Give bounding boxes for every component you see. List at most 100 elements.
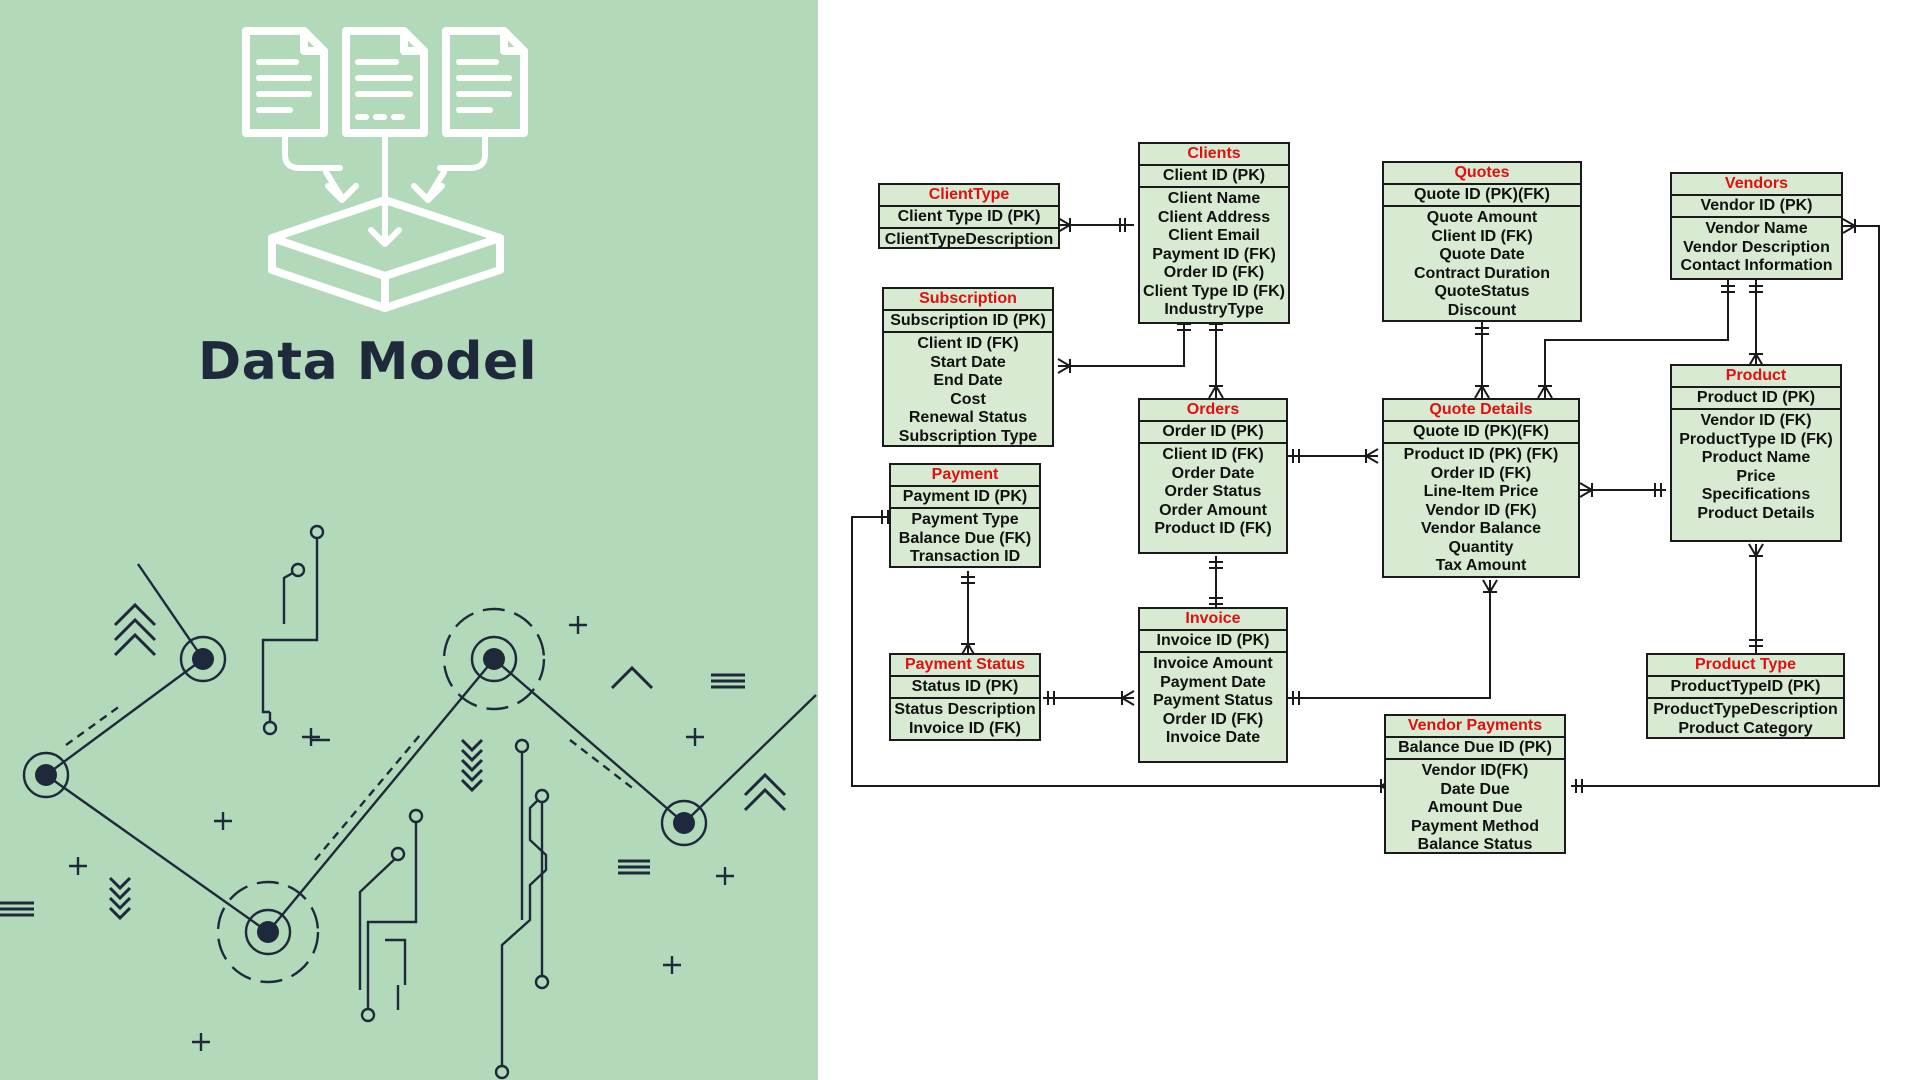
entity-attribute: Payment Method [1410, 817, 1539, 835]
entity-attribute: Contact Information [1680, 257, 1833, 274]
rel-vendors-vendorpayments [1571, 225, 1880, 787]
rel-payment-vendorpayments [851, 516, 1393, 787]
entity-attribute: Balance Status [1417, 836, 1533, 853]
entity-attribute: Quantity [1448, 538, 1514, 556]
entity-attribute: Contract Duration [1414, 264, 1550, 282]
hero-illustration [0, 27, 817, 1080]
circuit-decoration [22, 532, 817, 1070]
entity-attribute: Order ID (FK) [1162, 710, 1264, 728]
entity-clienttype: ClientType Client Type ID (PK) ClientTyp… [878, 183, 1060, 249]
entity-attribute: Vendor Description [1683, 238, 1830, 256]
entity-attribute: QuoteStatus [1434, 283, 1530, 300]
entity-attribute: Order ID (FK) [1163, 264, 1265, 281]
entity-orders: Orders Order ID (PK) Client ID (FK) Orde… [1138, 398, 1288, 554]
entity-attribute: ProductType ID (FK) [1679, 430, 1833, 448]
entity-primary-key: Status ID (PK) [891, 677, 1039, 699]
entity-attribute: Client Email [1168, 227, 1260, 244]
data-model-icon [242, 27, 528, 312]
entity-attributes: Product ID (PK) (FK) Order ID (FK) Line-… [1384, 444, 1578, 576]
entity-attributes: Quote Amount Client ID (FK) Quote Date C… [1384, 207, 1580, 320]
entity-attribute: Line-Item Price [1423, 483, 1539, 500]
entity-attribute: Transaction ID [909, 548, 1021, 565]
entity-attribute: Quote Date [1439, 246, 1525, 263]
entity-attribute: Payment ID (FK) [1152, 245, 1276, 263]
entity-attributes: Vendor ID(FK) Date Due Amount Due Paymen… [1386, 760, 1564, 855]
entity-attributes: Client ID (FK) Start Date End Date Cost … [884, 333, 1052, 446]
entity-attribute: Order Date [1171, 464, 1255, 482]
entity-attribute: Balance Due (FK) [898, 529, 1032, 547]
entity-attribute: Date Due [1440, 780, 1510, 798]
entity-attribute: Client ID (FK) [1431, 227, 1533, 245]
entity-primary-key: Balance Due ID (PK) [1386, 738, 1564, 760]
rel-clients-subscription [1058, 324, 1185, 367]
erd-diagram: ClientType Client Type ID (PK) ClientTyp… [818, 0, 1920, 1080]
entity-title: Orders [1140, 400, 1286, 422]
entity-attributes: Vendor ID (FK) ProductType ID (FK) Produ… [1672, 410, 1840, 523]
rel-vendors-quotedetails [1544, 280, 1729, 398]
entity-attribute: Product Details [1697, 504, 1815, 522]
document-icon-left [242, 27, 328, 137]
entity-attribute: Vendor ID (FK) [1425, 501, 1537, 519]
entity-primary-key: Client Type ID (PK) [880, 207, 1058, 229]
entity-attribute: Quote Amount [1426, 209, 1538, 226]
entity-attribute: IndustryType [1164, 301, 1264, 318]
entity-attribute: Subscription Type [898, 427, 1038, 445]
entity-primary-key: Subscription ID (PK) [884, 311, 1052, 333]
entity-attribute: ClientTypeDescription [884, 231, 1054, 248]
entity-payment: Payment Payment ID (PK) Payment Type Bal… [889, 463, 1041, 568]
entity-title: ClientType [880, 185, 1058, 207]
entity-attribute: Order ID (FK) [1430, 464, 1532, 482]
entity-primary-key: Quote ID (PK)(FK) [1384, 185, 1580, 207]
entity-attribute: Product Name [1701, 449, 1811, 466]
entity-attribute: Client ID (FK) [1162, 446, 1264, 463]
entity-attribute: Renewal Status [908, 409, 1028, 426]
decorative-glyphs [0, 602, 787, 921]
entity-title: Product [1672, 366, 1840, 388]
entity-title: Quotes [1384, 163, 1580, 185]
entity-vendorpayments: Vendor Payments Balance Due ID (PK) Vend… [1384, 714, 1566, 854]
entity-attribute: Status Description [894, 701, 1036, 718]
entity-subscription: Subscription Subscription ID (PK) Client… [882, 287, 1054, 447]
entity-primary-key: Payment ID (PK) [891, 487, 1039, 509]
entity-vendors: Vendors Vendor ID (PK) Vendor Name Vendo… [1670, 172, 1843, 280]
entity-primary-key: Quote ID (PK)(FK) [1384, 422, 1578, 444]
entity-attribute: Payment Status [1152, 692, 1274, 709]
entity-primary-key: ProductTypeID (PK) [1648, 677, 1843, 699]
hero-title: Data Model [197, 332, 538, 392]
entity-attribute: Vendor ID (FK) [1700, 412, 1812, 429]
entity-attribute: ProductTypeDescription [1653, 701, 1838, 718]
entity-attribute: Payment Date [1160, 673, 1266, 691]
entity-attribute: Invoice Amount [1153, 655, 1273, 672]
entity-attribute: Start Date [930, 353, 1006, 371]
entity-attributes: Vendor Name Vendor Description Contact I… [1672, 218, 1841, 276]
entity-primary-key: Order ID (PK) [1140, 422, 1286, 444]
entity-attribute: Product ID (FK) [1154, 520, 1272, 537]
entity-attribute: Invoice Date [1165, 729, 1261, 746]
entity-attribute: Client Name [1167, 190, 1261, 207]
entity-attribute: Vendor Balance [1420, 520, 1542, 537]
plus-glyphs [69, 616, 734, 1051]
entity-paymentstatus: Payment Status Status ID (PK) Status Des… [889, 653, 1041, 741]
entity-attributes: Payment Type Balance Due (FK) Transactio… [891, 509, 1039, 567]
entity-attribute: Price [1736, 467, 1776, 485]
entity-attribute: Order Status [1164, 483, 1262, 500]
entity-attributes: Invoice Amount Payment Date Payment Stat… [1140, 653, 1286, 748]
entity-attribute: Discount [1447, 301, 1517, 319]
entity-attribute: Payment Type [911, 511, 1019, 528]
entity-attribute: Vendor Name [1705, 220, 1808, 237]
entity-attributes: ProductTypeDescription Product Category [1648, 699, 1843, 738]
entity-quotes: Quotes Quote ID (PK)(FK) Quote Amount Cl… [1382, 161, 1582, 322]
entity-clients: Clients Client ID (PK) Client Name Clien… [1138, 142, 1290, 324]
document-icon-right [442, 27, 528, 137]
entity-title: Quote Details [1384, 400, 1578, 422]
entity-attribute: Client Type ID (FK) [1143, 282, 1285, 300]
entity-title: Subscription [884, 289, 1052, 311]
entity-title: Vendors [1672, 174, 1841, 196]
entity-primary-key: Product ID (PK) [1672, 388, 1840, 410]
entity-attributes: Status Description Invoice ID (FK) [891, 699, 1039, 738]
entity-attribute: Vendor ID(FK) [1421, 762, 1529, 779]
entity-title: Payment Status [891, 655, 1039, 677]
entity-attributes: ClientTypeDescription [880, 229, 1058, 250]
entity-primary-key: Invoice ID (PK) [1140, 631, 1286, 653]
entity-attribute: Product ID (PK) (FK) [1403, 446, 1559, 463]
